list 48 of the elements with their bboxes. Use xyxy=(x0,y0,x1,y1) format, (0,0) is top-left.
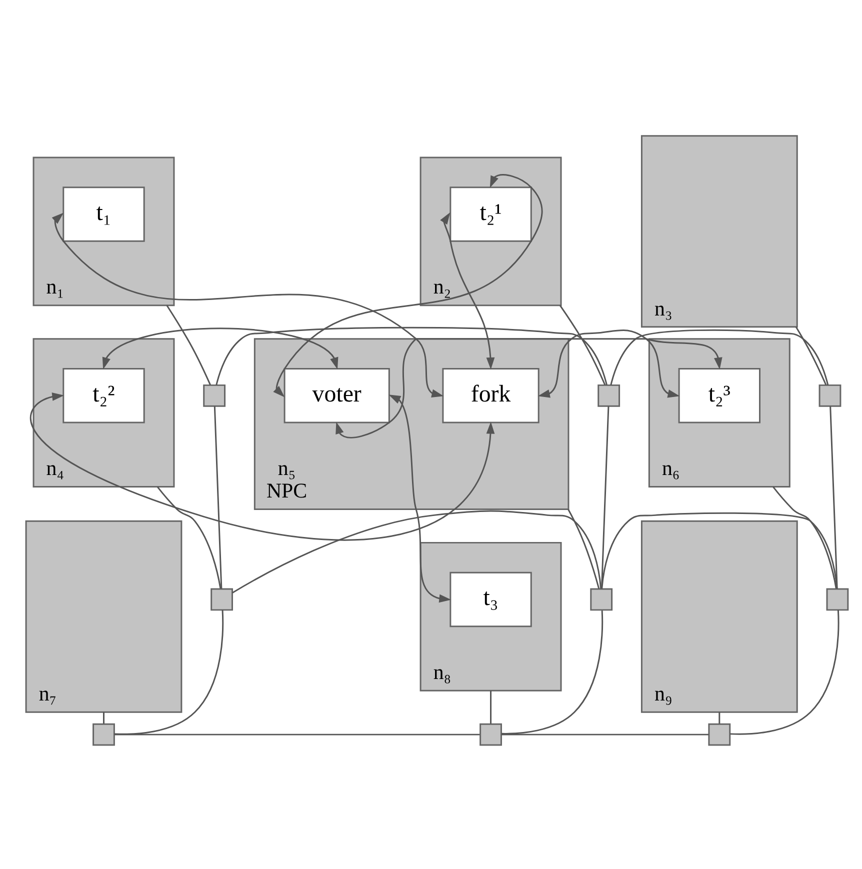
connector xyxy=(718,712,720,724)
node-box: t₂² xyxy=(62,368,145,424)
connector xyxy=(502,610,604,734)
node-box xyxy=(480,723,502,746)
arrow xyxy=(273,174,543,398)
connector xyxy=(559,304,606,386)
connector xyxy=(772,486,837,589)
connector xyxy=(502,734,709,736)
node-box: n₇ xyxy=(25,520,182,713)
node-box: t₁ xyxy=(62,186,145,242)
node-box xyxy=(708,723,731,746)
node-box: n₉ xyxy=(640,520,798,713)
connector xyxy=(830,406,838,589)
connector xyxy=(601,512,838,589)
node-box xyxy=(92,723,115,746)
node-box: n₃ xyxy=(640,135,798,328)
connector xyxy=(795,326,827,386)
connector xyxy=(216,326,608,386)
arrow xyxy=(538,329,680,398)
arrow xyxy=(102,328,338,370)
arrow xyxy=(336,338,722,438)
connector xyxy=(114,610,224,735)
node-box xyxy=(210,588,233,611)
connector xyxy=(114,734,480,736)
arrow xyxy=(30,392,495,541)
connector xyxy=(156,486,222,589)
node-box: fork xyxy=(442,368,540,424)
connector xyxy=(610,329,829,386)
node-box xyxy=(598,384,620,407)
node-box: voter xyxy=(284,368,390,424)
connector xyxy=(103,712,104,724)
node-box xyxy=(818,384,842,407)
connector xyxy=(600,406,610,589)
connector xyxy=(568,508,600,589)
connector xyxy=(730,610,840,735)
node-box xyxy=(590,588,613,611)
node-box xyxy=(203,384,226,407)
node-box: t₂¹ xyxy=(450,186,532,242)
connector xyxy=(166,304,212,386)
node-box: t₃ xyxy=(450,572,532,628)
node-box: t₂³ xyxy=(678,368,760,424)
connector xyxy=(490,690,492,724)
connector xyxy=(214,406,222,589)
connector xyxy=(232,510,602,594)
arrow xyxy=(440,212,495,370)
arrow xyxy=(52,212,444,398)
node-box xyxy=(826,588,849,611)
arrow xyxy=(388,394,452,603)
